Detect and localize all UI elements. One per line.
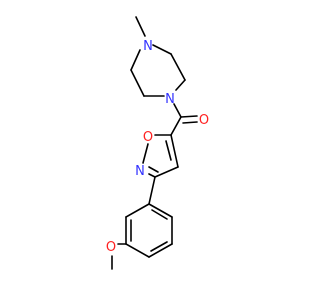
atom-label-o-isoxazole: O — [143, 130, 153, 145]
atom-label-o-carbonyl: O — [199, 113, 209, 128]
bond-n-c3-ring-double — [148, 166, 159, 173]
bond-c2-n — [175, 79, 186, 91]
bond-c1-c2 — [170, 53, 186, 81]
bond-methyl-n — [135, 16, 146, 37]
bond-c4-c5-ring — [170, 134, 179, 168]
bond-ph-double-2 — [150, 241, 168, 252]
atom-label-o-methoxy: O — [106, 240, 116, 255]
bond-c4-c5-ring-double — [165, 140, 172, 161]
bond-ph-f-a — [125, 203, 150, 218]
bond-c3-c4-ring — [154, 166, 179, 178]
bond-carbonyl-c5 — [170, 116, 182, 136]
bond-ph-a-b — [148, 203, 173, 218]
bond-carbonyl-double-1 — [180, 115, 198, 118]
bond-ph-d-e — [125, 243, 150, 258]
bond-c4-n — [130, 49, 141, 71]
bond-c3-c4 — [130, 69, 145, 97]
atom-label-n-isoxazole: N — [135, 164, 145, 179]
bond-carbonyl-double-2 — [182, 121, 198, 124]
bonds — [111, 16, 198, 270]
atom-label-n-piperazine-top: N — [143, 39, 153, 54]
bond-n-c1 — [152, 44, 172, 55]
bond-ph-double-1 — [151, 209, 168, 220]
bond-n-c3-ring — [148, 173, 156, 178]
bond-o-n — [142, 143, 149, 164]
bond-n-carbonyl — [173, 103, 182, 118]
bond-ph-c-d — [148, 243, 173, 258]
bond-c3-phenyl — [148, 176, 156, 205]
atom-label-n-piperazine-bottom: N — [165, 92, 175, 107]
atom-labels: N N O O N O — [106, 39, 209, 255]
chemical-structure-diagram: N N O O N O — [106, 16, 209, 270]
